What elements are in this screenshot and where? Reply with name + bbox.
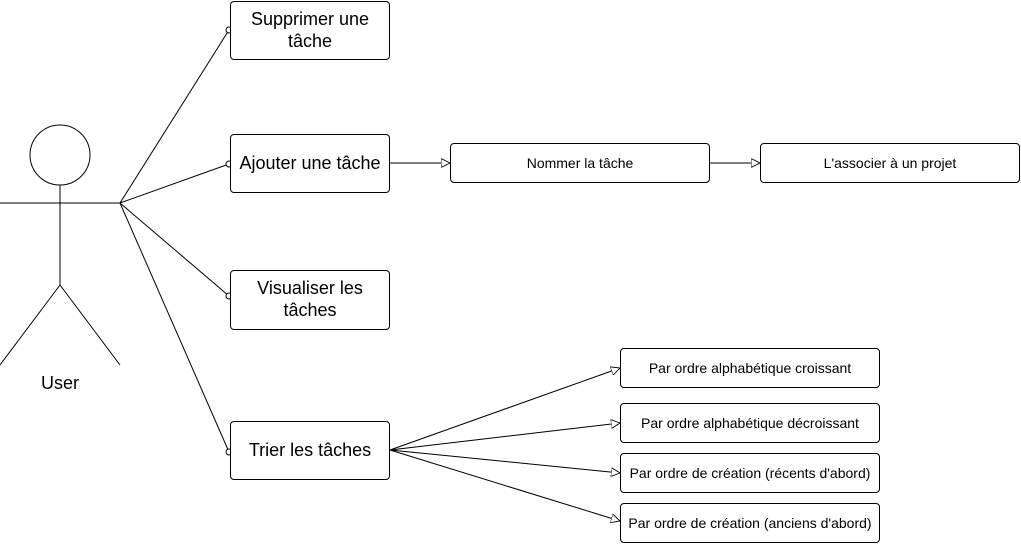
link-actor-view <box>119 202 230 297</box>
link-actor-sort <box>119 202 230 453</box>
arrow-sort-alpha-asc <box>389 368 620 451</box>
sort-option-alpha-asc[interactable]: Par ordre alphabétique croissant <box>620 348 880 388</box>
actor-figure <box>0 124 121 366</box>
use-case-delete-task[interactable]: Supprimer une tâche <box>230 1 390 60</box>
arrow-sort-creation-recent <box>389 449 620 473</box>
use-case-view-tasks[interactable]: Visualiser les tâches <box>230 270 390 330</box>
arrow-sort-alpha-desc <box>389 423 620 451</box>
link-actor-add <box>119 163 230 204</box>
actor-right-leg <box>59 284 121 366</box>
use-case-add-task[interactable]: Ajouter une tâche <box>230 134 390 193</box>
actor-label: User <box>40 373 79 393</box>
actor-head <box>29 124 91 186</box>
step-name-task[interactable]: Nommer la tâche <box>450 143 710 183</box>
sort-option-creation-old[interactable]: Par ordre de création (anciens d'abord) <box>620 503 880 543</box>
use-case-sort-tasks[interactable]: Trier les tâches <box>230 421 390 480</box>
link-actor-delete <box>119 29 230 204</box>
sort-option-alpha-desc[interactable]: Par ordre alphabétique décroissant <box>620 403 880 443</box>
step-link-project[interactable]: L'associer à un projet <box>760 143 1020 183</box>
sort-option-creation-recent[interactable]: Par ordre de création (récents d'abord) <box>620 453 880 493</box>
actor-left-leg <box>0 284 61 366</box>
arrow-sort-creation-old <box>389 449 620 521</box>
